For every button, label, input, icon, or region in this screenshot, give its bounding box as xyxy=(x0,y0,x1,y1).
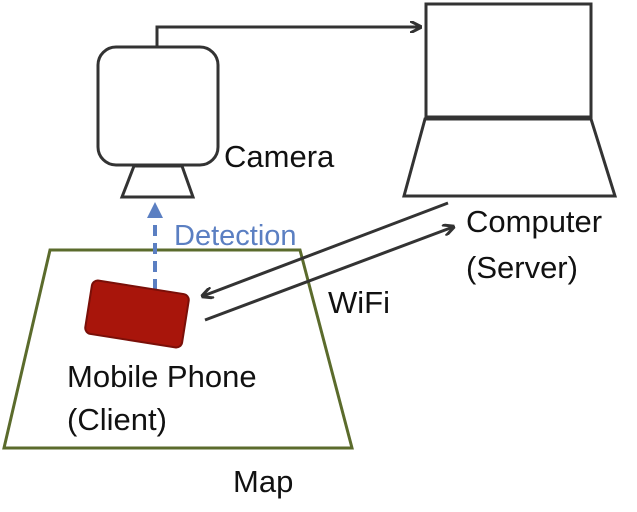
map-area xyxy=(2,248,354,450)
detection-label: Detection xyxy=(174,220,297,252)
computer-sublabel: (Server) xyxy=(466,250,578,285)
camera-label: Camera xyxy=(224,139,335,174)
wifi-label: WiFi xyxy=(328,285,390,320)
map-label: Map xyxy=(233,464,293,499)
computer-label: Computer xyxy=(466,204,602,239)
wifi-arrow-to-computer xyxy=(204,227,453,322)
camera-icon xyxy=(96,45,220,199)
wifi-arrow-to-phone xyxy=(203,201,449,296)
mobile-phone-label: Mobile Phone xyxy=(67,359,257,394)
mobile-phone-icon xyxy=(84,279,190,349)
camera-to-computer-arrow xyxy=(155,27,420,47)
mobile-phone-sublabel: (Client) xyxy=(67,402,167,437)
laptop-icon xyxy=(402,2,618,198)
